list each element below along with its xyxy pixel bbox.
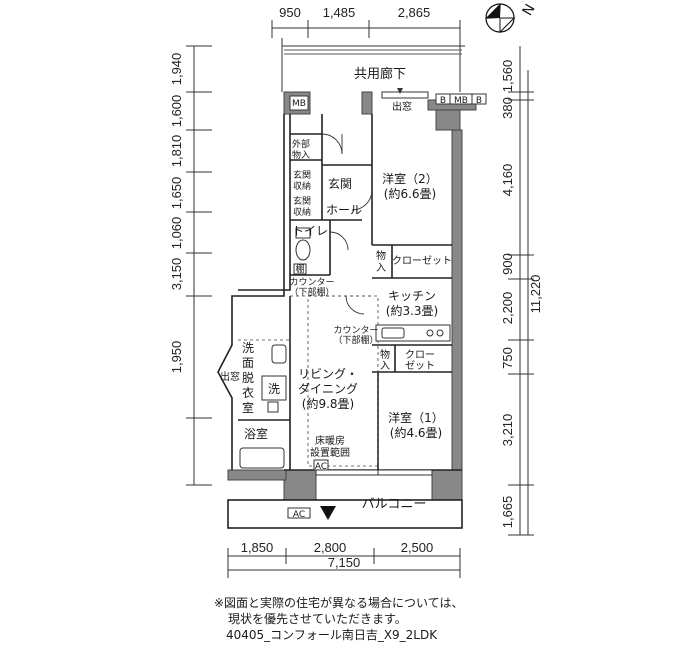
outdoor-storage-1: 外部 (292, 138, 310, 150)
storage2-char-1: 物 (380, 348, 390, 361)
ac-label-living: AC (315, 462, 327, 472)
closet2-line-1: クロー (405, 349, 435, 361)
dim-left-2: 1,600 (169, 95, 184, 128)
entrance-arrow-icon (320, 506, 336, 520)
door-marker-icon (397, 88, 403, 94)
storage2-char-2: 入 (380, 361, 390, 372)
wall-lines (217, 114, 463, 529)
entry-storage-a-1: 玄関 (293, 169, 311, 181)
bay-window-side: 出窓 (220, 370, 240, 383)
storage1-char-1: 物 (376, 249, 386, 262)
dim-bottom-total: 7,150 (328, 555, 361, 570)
living-name-1: リビング・ (298, 367, 358, 381)
dashed-lines (238, 295, 379, 467)
dim-top-2: 1,485 (323, 5, 356, 20)
disclaimer-line-1: ※図面と実際の住宅が異なる場合については、 (214, 596, 464, 610)
windows (315, 91, 433, 476)
kitchen-size: (約3.3畳) (386, 303, 438, 318)
living-name-2: ダイニング (298, 381, 358, 396)
dim-left-5: 1,060 (169, 217, 184, 250)
dim-left-4: 1,650 (169, 177, 184, 210)
western2-name: 洋室（2） (382, 171, 438, 186)
disclaimer-line-2: 現状を優先させていただきます。 (228, 612, 407, 626)
washroom-char-5: 室 (242, 400, 254, 415)
counter-note-b-1: カウンター (333, 325, 378, 336)
corridor-label: 共用廊下 (354, 66, 406, 82)
dim-right-2: 380 (500, 97, 515, 119)
utility-boxes (287, 93, 487, 519)
dim-top-3: 2,865 (398, 5, 431, 20)
dim-bottom-1: 1,850 (241, 540, 274, 555)
kitchen-name: キッチン (388, 289, 436, 303)
dimension-lines (186, 20, 534, 578)
storage1-char-2: 入 (376, 263, 386, 274)
washroom-char-3: 脱 (242, 370, 254, 385)
plan-caption: 40405_コンフォール南日吉_X9_2LDK (226, 628, 438, 642)
toilet-fixture (295, 227, 311, 261)
toilet-label: トイレ (292, 224, 328, 238)
entry-storage-a-2: 収納 (293, 180, 311, 192)
balcony-label: バルコニー (362, 497, 427, 512)
western1-name: 洋室（1） (388, 410, 444, 425)
floor-heating-2: 設置範囲 (310, 446, 350, 459)
b-label-right: B (476, 96, 482, 106)
dim-right-7: 3,210 (500, 414, 515, 447)
corridor-railing (284, 49, 462, 55)
compass-label: N (520, 2, 539, 19)
dim-bottom-2: 2,800 (314, 540, 347, 555)
doors (321, 133, 373, 315)
bathroom-label: 浴室 (244, 426, 268, 441)
dim-right-total: 11,220 (528, 275, 543, 314)
mb-label-right: MB (454, 96, 468, 106)
dim-right-8: 1,665 (500, 496, 515, 529)
entry-storage-b-1: 玄関 (293, 195, 311, 207)
western2-size: (約6.6畳) (384, 186, 436, 201)
kitchen-counter (375, 324, 451, 342)
dim-right-6: 750 (500, 347, 515, 369)
walls (227, 91, 477, 501)
washroom-char-4: 衣 (242, 385, 254, 400)
dim-left-6: 3,150 (169, 258, 184, 291)
ac-label-balcony: AC (293, 510, 305, 520)
washer-label: 洗 (268, 382, 280, 396)
dim-right-1: 1,560 (500, 60, 515, 93)
dim-right-4: 900 (500, 253, 515, 275)
dim-right-5: 2,200 (500, 292, 515, 325)
bathtub (239, 447, 285, 469)
dim-left-3: 1,810 (169, 135, 184, 168)
dim-right-3: 4,160 (500, 164, 515, 197)
closet1-label: クローゼット (392, 255, 452, 267)
counter-note-b-2: （下部棚） (333, 334, 378, 346)
mb-label-left: MB (292, 99, 306, 109)
floor-heating-1: 床暖房 (315, 434, 345, 447)
washroom-char-2: 面 (242, 356, 254, 370)
living-size: (約9.8畳) (302, 396, 354, 411)
washroom-char-1: 洗 (242, 341, 254, 355)
dim-left-1: 1,940 (169, 53, 184, 86)
dim-bottom-3: 2,500 (401, 540, 434, 555)
compass-icon (485, 3, 516, 34)
dim-top-1: 950 (279, 5, 301, 20)
counter-note-a-1: カウンター (289, 277, 334, 288)
entry-storage-b-2: 収納 (293, 206, 311, 218)
bay-window-top: 出窓 (392, 100, 412, 113)
dim-left-7: 1,950 (169, 341, 184, 374)
outdoor-storage-2: 物入 (292, 149, 310, 161)
counter-note-a-2: （下部棚） (289, 286, 334, 298)
b-label-left: B (440, 96, 446, 106)
western1-size: (約4.6畳) (390, 425, 442, 440)
entrance-label: 玄関 (328, 176, 352, 191)
hall-label: ホール (326, 203, 362, 217)
closet2-line-2: ゼット (405, 360, 435, 372)
wash-fixtures (261, 344, 287, 413)
shelf-label: 棚 (295, 263, 304, 275)
